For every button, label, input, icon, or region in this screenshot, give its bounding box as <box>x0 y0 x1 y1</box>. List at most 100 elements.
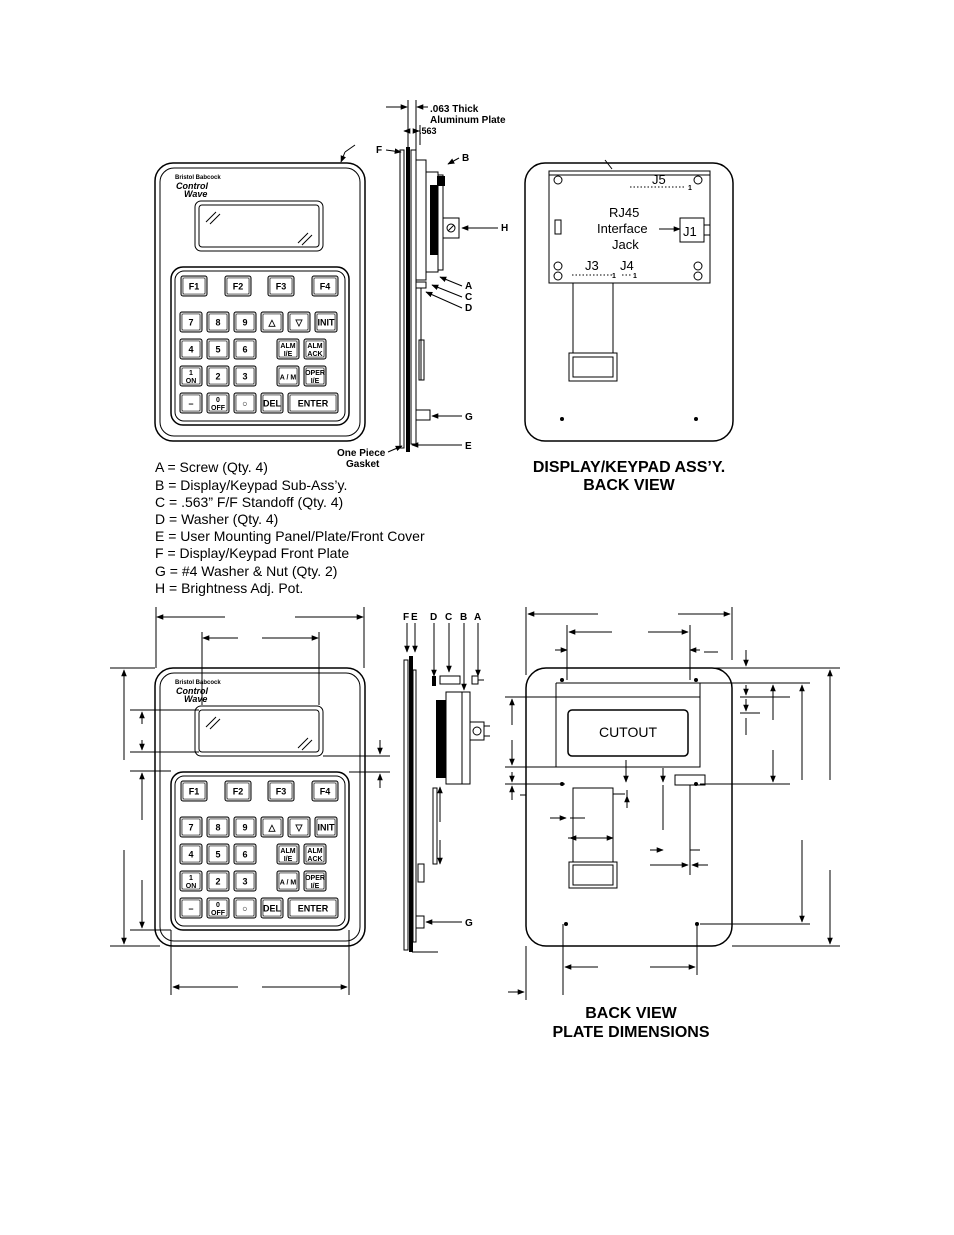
plate-dimensions-view: CUTOUT <box>505 607 840 1041</box>
letter-h-top: H <box>501 223 508 234</box>
key-init-button[interactable]: INIT <box>314 816 338 838</box>
fkey-f2-button-label: F2 <box>233 282 244 292</box>
letter-g-top: G <box>465 412 473 423</box>
key-minus-button[interactable]: – <box>179 897 203 919</box>
key-down-button-label: ▽ <box>295 823 304 833</box>
logo-line-2-bottom: Wave <box>184 694 207 704</box>
key-alm-ie-button-label: ALM <box>280 848 295 855</box>
fkey-f3-button[interactable]: F3 <box>267 275 295 297</box>
legend-item-g: G = #4 Washer & Nut (Qty. 2) <box>155 563 337 579</box>
key-4-button[interactable]: 4 <box>179 338 203 360</box>
key-del-button-label: DEL <box>263 399 282 409</box>
key-7-button[interactable]: 7 <box>179 816 203 838</box>
key-minus-button-label: – <box>188 399 193 409</box>
brand-label: Bristol Babcock <box>175 175 221 181</box>
rj45-label-1: RJ45 <box>609 205 639 220</box>
key-4-button[interactable]: 4 <box>179 843 203 865</box>
thickness-label-1: .063 Thick <box>430 104 479 115</box>
key-enter-button[interactable]: ENTER <box>287 392 339 414</box>
key-5-button-label: 5 <box>215 345 220 355</box>
j4-pin-label: 1 <box>633 273 637 280</box>
side-view-exploded: F E D C B A G <box>403 612 490 953</box>
key-0-off-button-label: OFF <box>211 405 226 412</box>
j5-label: J5 <box>652 172 666 187</box>
legend-item-h: H = Brightness Adj. Pot. <box>155 580 303 596</box>
key-3-button-label: 3 <box>242 877 247 887</box>
key-alm-ack-button-label: ACK <box>307 351 322 358</box>
key-2-button[interactable]: 2 <box>206 870 230 892</box>
key-minus-button[interactable]: – <box>179 392 203 414</box>
key-7-button[interactable]: 7 <box>179 311 203 333</box>
key-8-button-label: 8 <box>215 318 220 328</box>
j4-label: J4 <box>620 258 634 273</box>
key-enter-button[interactable]: ENTER <box>287 897 339 919</box>
j3-pin-label: 1 <box>612 273 616 280</box>
fkey-f2-button[interactable]: F2 <box>224 275 252 297</box>
key-oper-ie-button-label: I/E <box>311 883 320 890</box>
key-2-button[interactable]: 2 <box>206 365 230 387</box>
key-4-button-label: 4 <box>188 850 193 860</box>
key-1-on-button[interactable]: 1ON <box>179 870 203 892</box>
key-8-button[interactable]: 8 <box>206 311 230 333</box>
fkey-f3-button[interactable]: F3 <box>267 780 295 802</box>
key-am-button[interactable]: A / M <box>276 870 300 892</box>
letter-f-bottom: F <box>403 612 409 623</box>
key-down-button[interactable]: ▽ <box>287 311 311 333</box>
legend-item-b: B = Display/Keypad Sub-Ass’y. <box>155 477 347 493</box>
key-up-button[interactable]: △ <box>260 816 284 838</box>
back-view-title-2: BACK VIEW <box>583 477 675 494</box>
key-6-button-label: 6 <box>242 850 247 860</box>
fkey-f1-button[interactable]: F1 <box>180 780 208 802</box>
key-3-button[interactable]: 3 <box>233 365 257 387</box>
key-dot-button[interactable]: ○ <box>233 897 257 919</box>
letter-g-bottom: G <box>465 918 473 929</box>
legend-item-c: C = .563” F/F Standoff (Qty. 4) <box>155 494 343 510</box>
key-5-button[interactable]: 5 <box>206 338 230 360</box>
key-6-button[interactable]: 6 <box>233 843 257 865</box>
key-down-button-label: ▽ <box>295 318 304 328</box>
thickness-label-2: Aluminum Plate <box>430 115 506 126</box>
key-am-button[interactable]: A / M <box>276 365 300 387</box>
key-8-button[interactable]: 8 <box>206 816 230 838</box>
key-6-button[interactable]: 6 <box>233 338 257 360</box>
fkey-f1-button[interactable]: F1 <box>180 275 208 297</box>
key-del-button[interactable]: DEL <box>260 897 284 919</box>
cutout-label: CUTOUT <box>599 724 658 740</box>
key-del-button[interactable]: DEL <box>260 392 284 414</box>
key-alm-ie-button-label: I/E <box>284 856 293 863</box>
key-dot-button[interactable]: ○ <box>233 392 257 414</box>
fkey-f2-button[interactable]: F2 <box>224 780 252 802</box>
key-am-button-label: A / M <box>280 375 297 382</box>
gasket-label-2: Gasket <box>346 459 380 470</box>
key-3-button[interactable]: 3 <box>233 870 257 892</box>
key-9-button[interactable]: 9 <box>233 311 257 333</box>
fkey-f4-button[interactable]: F4 <box>311 780 339 802</box>
letter-f-top: F <box>376 145 382 156</box>
letter-e-bottom: E <box>411 612 418 623</box>
key-9-button[interactable]: 9 <box>233 816 257 838</box>
key-enter-button-label: ENTER <box>298 904 329 914</box>
key-1-on-button[interactable]: 1ON <box>179 365 203 387</box>
key-5-button[interactable]: 5 <box>206 843 230 865</box>
key-down-button[interactable]: ▽ <box>287 816 311 838</box>
parts-legend: A = Screw (Qty. 4) B = Display/Keypad Su… <box>155 459 425 596</box>
legend-item-a: A = Screw (Qty. 4) <box>155 459 268 475</box>
key-up-button[interactable]: △ <box>260 311 284 333</box>
key-init-button[interactable]: INIT <box>314 311 338 333</box>
fkey-f3-button-label: F3 <box>276 787 287 797</box>
key-alm-ie-button-label: I/E <box>284 351 293 358</box>
gasket-label-1: One Piece <box>337 448 386 459</box>
key-up-button-label: △ <box>268 318 277 328</box>
fkey-f4-button[interactable]: F4 <box>311 275 339 297</box>
